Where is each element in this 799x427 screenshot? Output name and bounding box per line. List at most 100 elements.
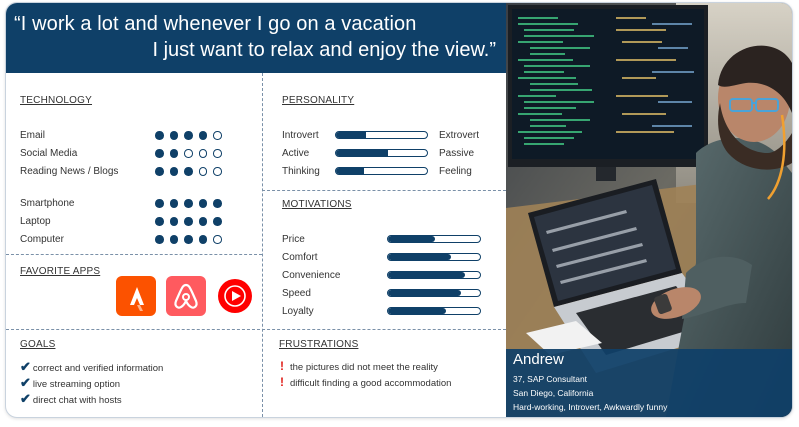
rating-dot-filled [155, 131, 164, 140]
goals-title: GOALS [20, 339, 56, 350]
goal-text: live streaming option [32, 379, 121, 390]
personality-left-label: Thinking [282, 166, 320, 177]
rating-dot-filled [198, 131, 207, 140]
motivation-bar-fill [388, 308, 446, 314]
motivation-label: Convenience [282, 270, 341, 281]
personality-right-label: Passive [439, 148, 475, 159]
technology-label: Email [20, 130, 46, 141]
rating-dot-filled [184, 167, 193, 176]
youtube-music-icon[interactable] [218, 279, 252, 313]
divider-personality-motivations [262, 190, 506, 191]
rating-dot-filled [169, 199, 178, 208]
rating-dot-filled [169, 235, 178, 244]
motivation-bar [387, 271, 481, 279]
motivation-label: Price [282, 234, 305, 245]
goal-text: correct and verified information [32, 363, 164, 374]
technology-rating [155, 235, 222, 244]
motivation-label: Comfort [282, 252, 318, 263]
favorite-apps-title: FAVORITE APPS [20, 266, 101, 277]
rating-dot-filled [169, 217, 178, 226]
personality-slider [335, 131, 428, 139]
frustration-text: difficult finding a good accommodation [290, 378, 452, 389]
rating-dot-filled [184, 217, 193, 226]
rating-dot-filled [155, 217, 164, 226]
rating-dot-filled [184, 131, 193, 140]
exclamation-icon: ! [280, 359, 284, 373]
motivation-label: Loyalty [282, 306, 314, 317]
checkmark-icon: ✔ [20, 375, 31, 390]
quote-banner: “I work a lot and whenever I go on a vac… [6, 3, 506, 73]
technology-label: Computer [20, 234, 64, 245]
technology-rating [155, 131, 222, 140]
rating-dot-filled [155, 235, 164, 244]
motivation-bar [387, 235, 481, 243]
persona-name: Andrew [513, 351, 564, 368]
personality-slider [335, 167, 428, 175]
rating-dot-filled [155, 199, 164, 208]
personality-left-label: Active [282, 148, 310, 159]
goal-item: ✔correct and verified information [20, 359, 163, 375]
goal-item: ✔direct chat with hosts [20, 391, 122, 407]
motivation-bar-fill [388, 290, 461, 296]
technology-label: Reading News / Blogs [20, 166, 119, 177]
rating-dot-filled [169, 131, 178, 140]
quote-line-1: “I work a lot and whenever I go on a vac… [14, 13, 417, 35]
rating-dot-filled [213, 217, 222, 226]
personality-right-label: Extrovert [439, 130, 480, 141]
technology-label: Smartphone [20, 198, 75, 209]
technology-title: TECHNOLOGY [20, 95, 93, 106]
rating-dot-empty [198, 167, 207, 176]
rating-dot-filled [198, 217, 207, 226]
rating-dot-empty [213, 167, 222, 176]
rating-dot-empty [213, 149, 222, 158]
frustration-item: ! difficult finding a good accommodation [280, 375, 451, 389]
goal-item: ✔live streaming option [20, 375, 120, 391]
column-divider [262, 73, 263, 417]
motivation-bar-fill [388, 254, 451, 260]
personality-slider-fill [336, 168, 365, 174]
rating-dot-empty [184, 149, 193, 158]
exclamation-icon: ! [280, 375, 284, 389]
technology-rating [155, 199, 222, 208]
persona-age-occupation: 37, SAP Consultant [513, 374, 588, 384]
technology-label: Social Media [20, 148, 78, 159]
personality-left-label: Introvert [282, 130, 319, 141]
persona-caption: Andrew 37, SAP Consultant San Diego, Cal… [506, 349, 792, 417]
rating-dot-filled [198, 235, 207, 244]
airbnb-icon[interactable] [166, 276, 206, 316]
rating-dot-filled [169, 167, 178, 176]
technology-rating [155, 167, 222, 176]
motivation-bar [387, 289, 481, 297]
rating-dot-filled [198, 199, 207, 208]
persona-location: San Diego, California [513, 388, 594, 398]
motivation-bar [387, 307, 481, 315]
motivation-label: Speed [282, 288, 311, 299]
motivation-bar-fill [388, 272, 466, 278]
persona-photo: Andrew 37, SAP Consultant San Diego, Cal… [506, 3, 792, 417]
persona-traits: Hard-working, Introvert, Awkwardly funny [513, 402, 668, 412]
divider-tech-apps [6, 254, 262, 255]
personality-slider-fill [336, 150, 388, 156]
frustration-text: the pictures did not meet the reality [290, 362, 438, 373]
frustrations-title: FRUSTRATIONS [279, 339, 359, 350]
rating-dot-empty [213, 235, 222, 244]
rating-dot-filled [184, 199, 193, 208]
personality-slider [335, 149, 428, 157]
personality-title: PERSONALITY [282, 95, 355, 106]
strava-icon[interactable] [116, 276, 156, 316]
rating-dot-filled [155, 167, 164, 176]
rating-dot-empty [198, 149, 207, 158]
checkmark-icon: ✔ [20, 391, 31, 406]
checkmark-icon: ✔ [20, 359, 31, 374]
motivations-title: MOTIVATIONS [282, 199, 352, 210]
frustration-item: ! the pictures did not meet the reality [280, 359, 438, 373]
rating-dot-filled [184, 235, 193, 244]
goal-text: direct chat with hosts [32, 395, 122, 406]
technology-label: Laptop [20, 216, 51, 227]
technology-rating [155, 149, 222, 158]
divider-goals [6, 329, 506, 330]
rating-dot-filled [169, 149, 178, 158]
technology-rating [155, 217, 222, 226]
rating-dot-filled [155, 149, 164, 158]
personality-slider-fill [336, 132, 367, 138]
